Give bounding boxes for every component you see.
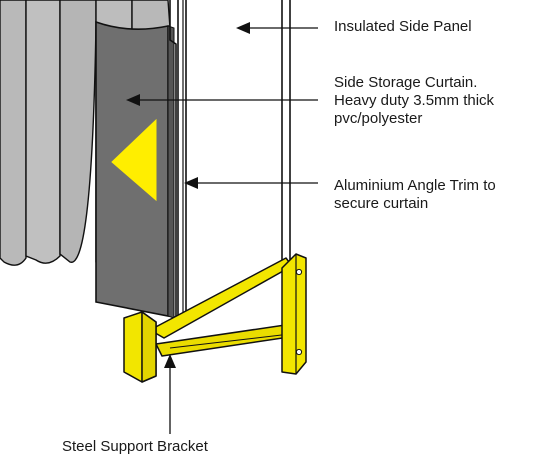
warning-triangle-icon xyxy=(111,118,157,202)
insulated-side-panel xyxy=(185,0,291,320)
label-curtain-line-2: Heavy duty 3.5mm thick xyxy=(334,92,495,109)
label-panel-text: Insulated Side Panel xyxy=(334,18,472,35)
steel-support-bracket xyxy=(123,253,307,383)
label-trim-line-1: Aluminium Angle Trim to xyxy=(334,177,496,194)
label-curtain-line-1: Side Storage Curtain. xyxy=(334,74,478,91)
label-insulated-side-panel: Insulated Side Panel xyxy=(334,18,472,36)
leader-arrows xyxy=(126,22,318,434)
label-side-storage-curtain: Side Storage Curtain. Heavy duty 3.5mm t… xyxy=(334,74,494,128)
label-bracket-text: Steel Support Bracket xyxy=(62,438,208,455)
label-steel-support-bracket: Steel Support Bracket xyxy=(62,438,208,456)
aluminium-trim xyxy=(169,0,184,320)
label-curtain-line-3: pvc/polyester xyxy=(334,110,423,127)
label-trim-line-2: secure curtain xyxy=(334,195,429,212)
label-aluminium-angle-trim: Aluminium Angle Trim to secure curtain xyxy=(334,177,496,213)
